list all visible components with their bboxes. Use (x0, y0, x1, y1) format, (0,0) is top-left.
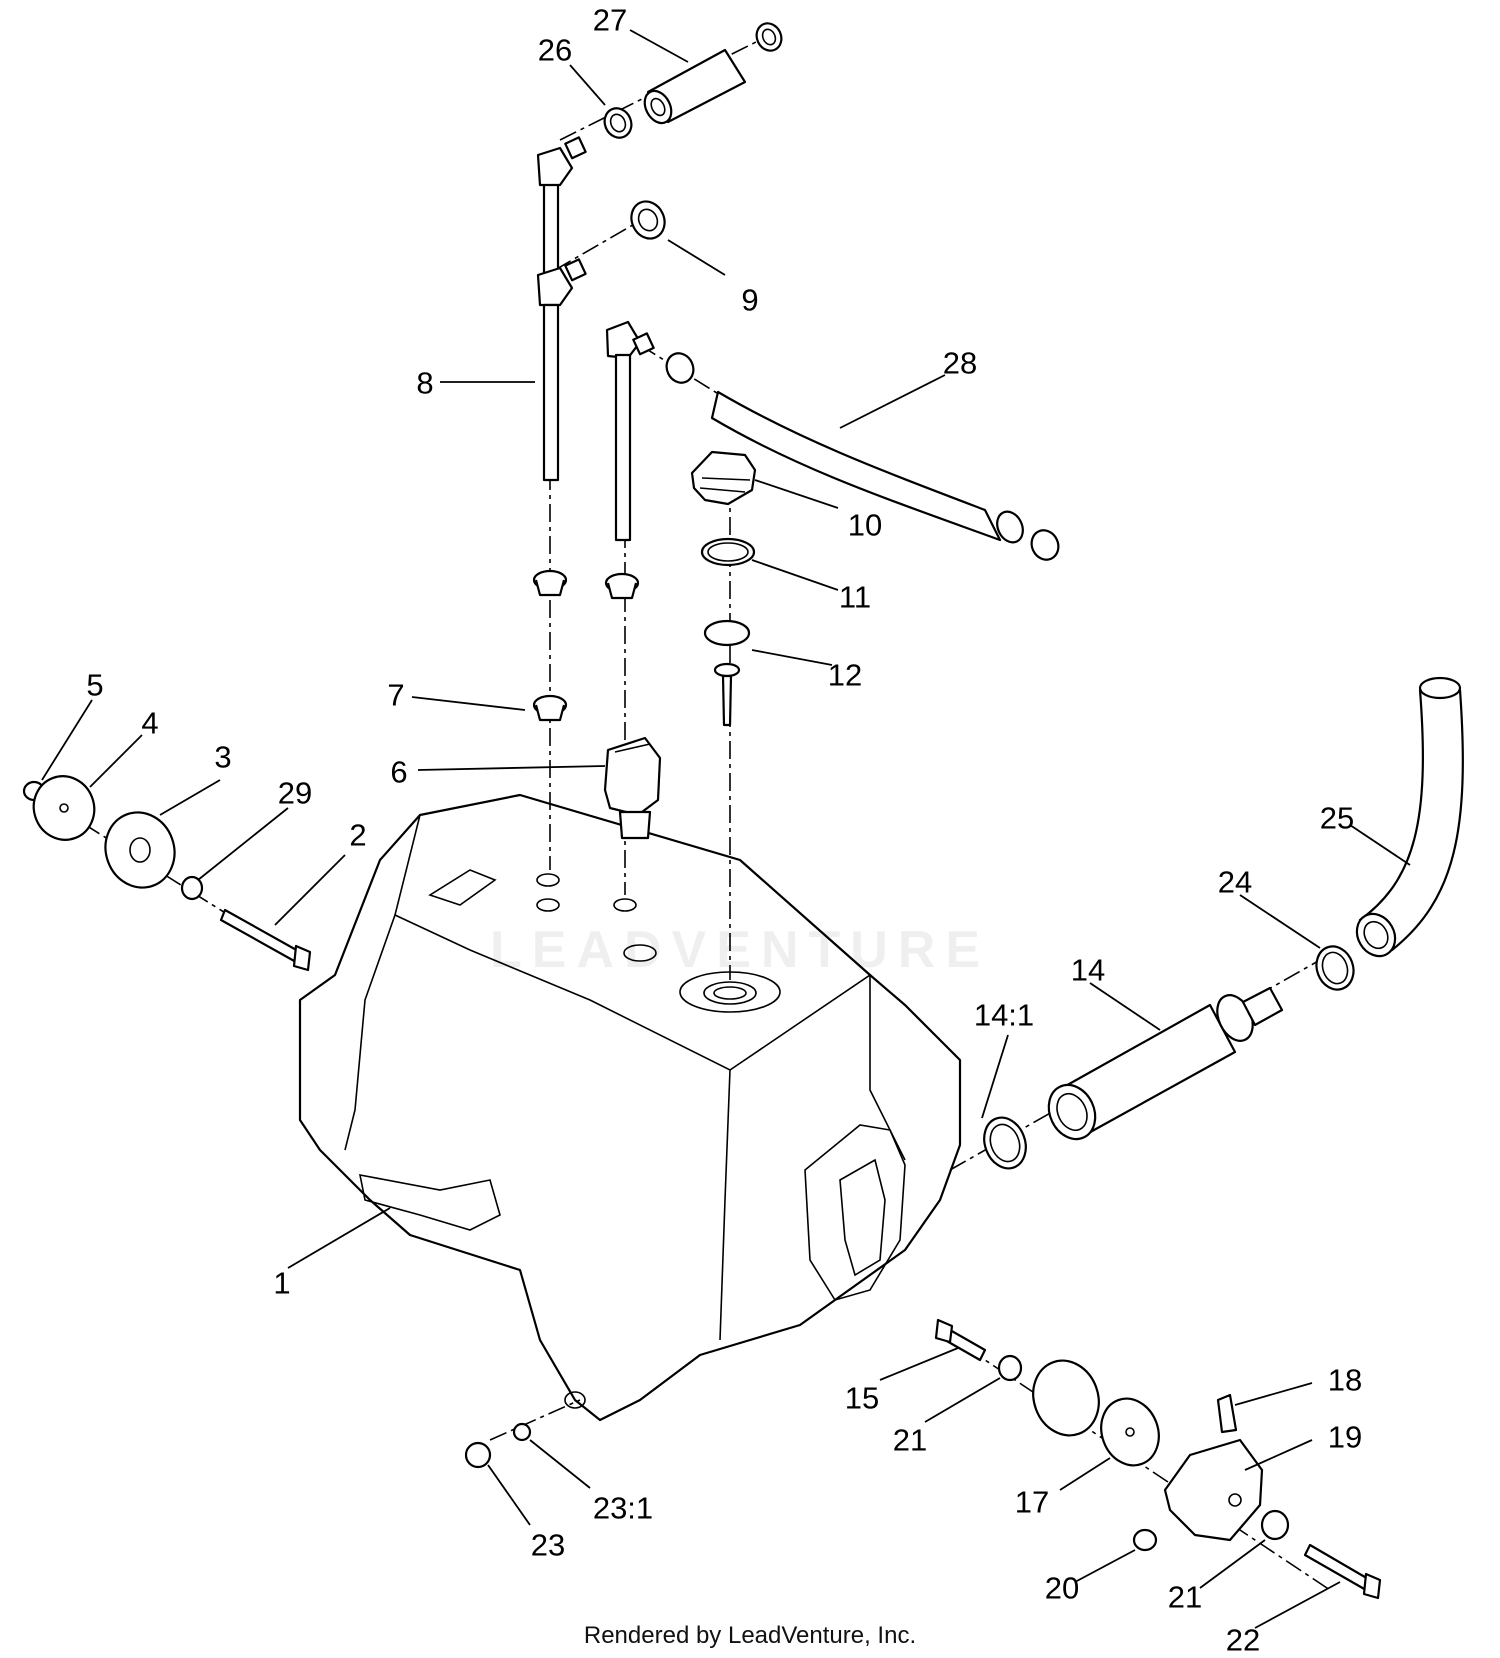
isolator-17[interactable] (1023, 1351, 1168, 1473)
callout-25[interactable]: 25 (1319, 800, 1355, 836)
callout-6[interactable]: 6 (390, 754, 408, 790)
callout-23-1[interactable]: 23:1 (592, 1490, 654, 1526)
bracket-19[interactable] (1163, 1438, 1264, 1542)
fuel-cap-10[interactable] (690, 450, 757, 506)
callout-19[interactable]: 19 (1327, 1419, 1363, 1455)
callout-17[interactable]: 17 (1014, 1484, 1050, 1520)
filler-hose-25[interactable] (1349, 676, 1464, 963)
washer-21-lower[interactable] (1260, 1509, 1290, 1541)
hose-clamp-end[interactable] (752, 19, 786, 55)
callout-18[interactable]: 18 (1327, 1362, 1363, 1398)
callout-21-upper[interactable]: 21 (892, 1422, 928, 1458)
callout-2[interactable]: 2 (349, 817, 367, 853)
washer-21-upper[interactable] (997, 1354, 1023, 1382)
drain-plug-23[interactable] (464, 1441, 492, 1469)
grommet-7-top-left[interactable] (532, 569, 568, 597)
grommet-7-top-right[interactable] (604, 572, 640, 600)
o-ring-14-1[interactable] (977, 1112, 1032, 1175)
vent-hose-28[interactable] (710, 390, 1063, 564)
fuel-gauge-12[interactable] (703, 619, 751, 727)
callout-24[interactable]: 24 (1217, 864, 1253, 900)
hose-clamp-9[interactable] (625, 196, 670, 244)
hose-clamp-26[interactable] (600, 104, 636, 142)
fuel-tube-second[interactable] (605, 320, 655, 542)
callout-4[interactable]: 4 (141, 705, 159, 741)
isolator-3[interactable] (95, 803, 185, 898)
callout-15[interactable]: 15 (844, 1380, 880, 1416)
callout-12[interactable]: 12 (827, 657, 863, 693)
callout-29[interactable]: 29 (277, 775, 313, 811)
callout-9[interactable]: 9 (741, 282, 759, 318)
filler-neck-14[interactable] (1040, 986, 1284, 1147)
bolt-15[interactable] (934, 1318, 987, 1362)
fuel-tank[interactable] (298, 793, 962, 1422)
hose-clamp-28-top[interactable] (662, 349, 698, 387)
bolt-2[interactable] (219, 908, 312, 972)
bolt-22[interactable] (1303, 1543, 1382, 1600)
grommet-7-lower[interactable] (532, 694, 568, 722)
callout-10[interactable]: 10 (847, 507, 883, 543)
watermark-logo: LEADVENTURE (490, 921, 991, 979)
fuel-valve-6[interactable] (603, 736, 662, 840)
callout-28[interactable]: 28 (942, 345, 978, 381)
hose-27[interactable] (639, 48, 747, 128)
washer-29[interactable] (180, 875, 204, 901)
callout-3[interactable]: 3 (214, 739, 232, 775)
callout-23[interactable]: 23 (530, 1527, 566, 1563)
callout-14-1[interactable]: 14:1 (973, 997, 1035, 1033)
leader-lines (41, 29, 1411, 1629)
fuel-tube-assembly[interactable] (536, 136, 587, 482)
gasket-11[interactable] (700, 537, 756, 567)
footer-credit: Rendered by LeadVenture, Inc. (583, 1622, 917, 1649)
callout-20[interactable]: 20 (1044, 1570, 1080, 1606)
washer-23-1[interactable] (512, 1422, 532, 1442)
callout-8[interactable]: 8 (416, 365, 434, 401)
callout-14[interactable]: 14 (1070, 952, 1106, 988)
callout-21-lower[interactable]: 21 (1167, 1579, 1203, 1615)
nut-20[interactable] (1132, 1528, 1158, 1552)
callout-7[interactable]: 7 (387, 677, 405, 713)
callout-1[interactable]: 1 (273, 1265, 291, 1301)
washer-4[interactable] (25, 768, 103, 849)
hose-clamp-24[interactable] (1311, 941, 1360, 995)
clip-nut-18[interactable] (1216, 1393, 1238, 1434)
callout-27[interactable]: 27 (592, 2, 628, 38)
callout-11[interactable]: 11 (838, 579, 872, 615)
callout-22[interactable]: 22 (1225, 1622, 1261, 1658)
callout-26[interactable]: 26 (537, 32, 573, 68)
callout-5[interactable]: 5 (86, 667, 104, 703)
